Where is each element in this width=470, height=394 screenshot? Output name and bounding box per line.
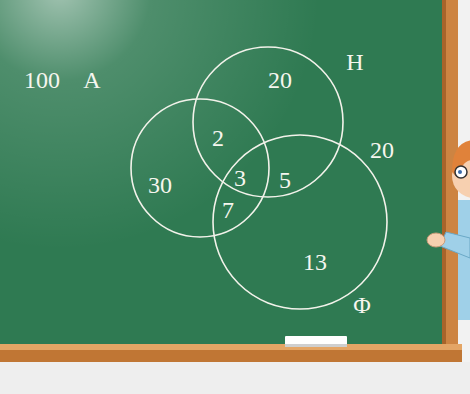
count-number: 20 xyxy=(370,138,394,162)
count-number: 30 xyxy=(148,173,172,197)
set-label: Φ xyxy=(353,293,371,317)
set-circle: Φ xyxy=(212,134,388,310)
count-number: 7 xyxy=(222,198,234,222)
count-number: 2 xyxy=(212,126,224,150)
count-number: 13 xyxy=(303,250,327,274)
set-circle: A xyxy=(130,98,270,238)
count-number: 100 xyxy=(24,68,60,92)
set-label: A xyxy=(83,68,100,92)
circle-outline xyxy=(212,134,388,310)
frame-edge xyxy=(442,0,446,360)
chalk-tray xyxy=(0,350,462,362)
eraser xyxy=(285,336,347,346)
circle-outline xyxy=(213,135,387,309)
tray-top xyxy=(0,344,462,350)
set-label: H xyxy=(346,50,363,74)
count-number: 20 xyxy=(268,68,292,92)
eraser-base xyxy=(285,344,347,347)
board-glare xyxy=(0,0,444,348)
teacher-figure xyxy=(427,140,470,320)
circle-outline xyxy=(193,47,343,197)
count-number: 3 xyxy=(234,166,246,190)
count-number: 5 xyxy=(279,168,291,192)
circle-outline xyxy=(131,99,269,237)
floor xyxy=(0,362,470,394)
circle-outline xyxy=(130,98,270,238)
board xyxy=(0,0,444,348)
